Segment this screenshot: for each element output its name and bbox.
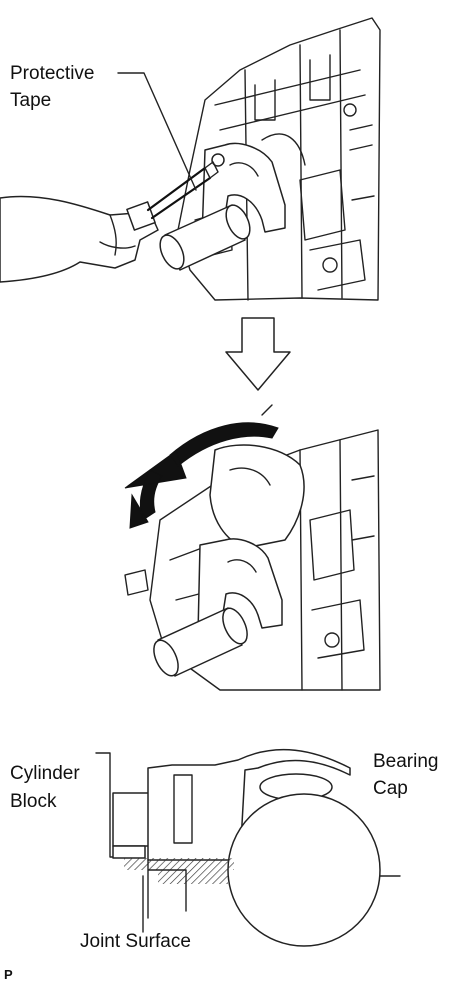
figure-code-label: P bbox=[4, 967, 13, 982]
cross-section-diagram bbox=[95, 748, 401, 947]
engine-block-middle-illustration bbox=[124, 404, 381, 691]
engine-block-top-illustration bbox=[0, 17, 381, 301]
down-arrow-icon bbox=[225, 317, 291, 391]
protective-tape-label-line-2: Tape bbox=[10, 90, 52, 111]
protective-tape-label-line-1: Protective bbox=[10, 63, 95, 84]
cylinder-block-label-line-1: Cylinder bbox=[10, 763, 80, 784]
bearing-cap-label-line-2: Cap bbox=[373, 778, 408, 799]
bearing-cap-label-line-1: Bearing bbox=[373, 751, 439, 772]
rocking-curved-arrow-icon bbox=[124, 422, 279, 529]
cylinder-block-label-line-2: Block bbox=[10, 791, 57, 812]
joint-surface-label: Joint Surface bbox=[80, 931, 191, 952]
